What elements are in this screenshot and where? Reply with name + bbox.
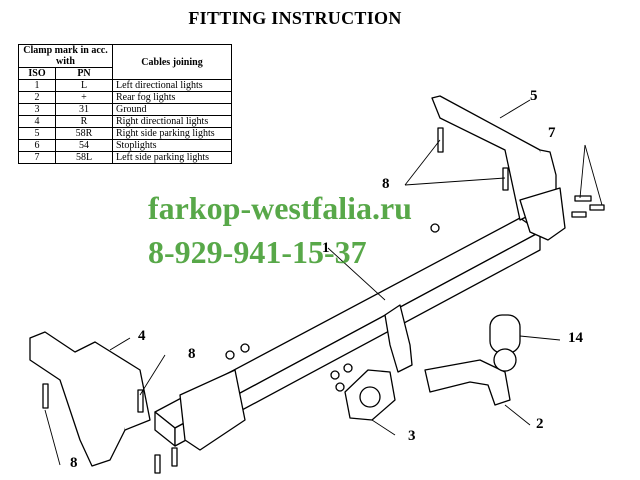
callout-4: 4	[138, 328, 146, 344]
cable-table: Clamp mark in acc. with Cables joining I…	[18, 44, 232, 164]
bolt-set-8	[42, 127, 509, 474]
callout-14: 14	[568, 330, 583, 346]
nuts	[225, 223, 440, 392]
callout-2: 2	[536, 416, 544, 432]
page-title: FITTING INSTRUCTION	[188, 8, 402, 28]
callout-3: 3	[408, 428, 416, 444]
callout-8-bottom: 8	[70, 455, 78, 471]
watermark-site: farkop-westfalia.ru	[148, 190, 412, 226]
callout-7: 7	[548, 125, 556, 141]
callout-1: 1	[322, 240, 330, 256]
bolt-set-7	[571, 195, 605, 218]
header-clamp: Clamp mark in acc. with	[18, 44, 113, 68]
tow-ball	[493, 348, 517, 372]
callout-8-mid: 8	[188, 346, 196, 362]
callout-5: 5	[530, 88, 538, 104]
ball-cover	[489, 314, 521, 354]
left-bracket	[29, 331, 126, 467]
header-cables: Cables joining	[112, 44, 232, 80]
watermark-phone: 8-929-941-15-37	[148, 234, 367, 270]
tow-neck	[424, 359, 511, 406]
callout-8-top: 8	[382, 176, 390, 192]
